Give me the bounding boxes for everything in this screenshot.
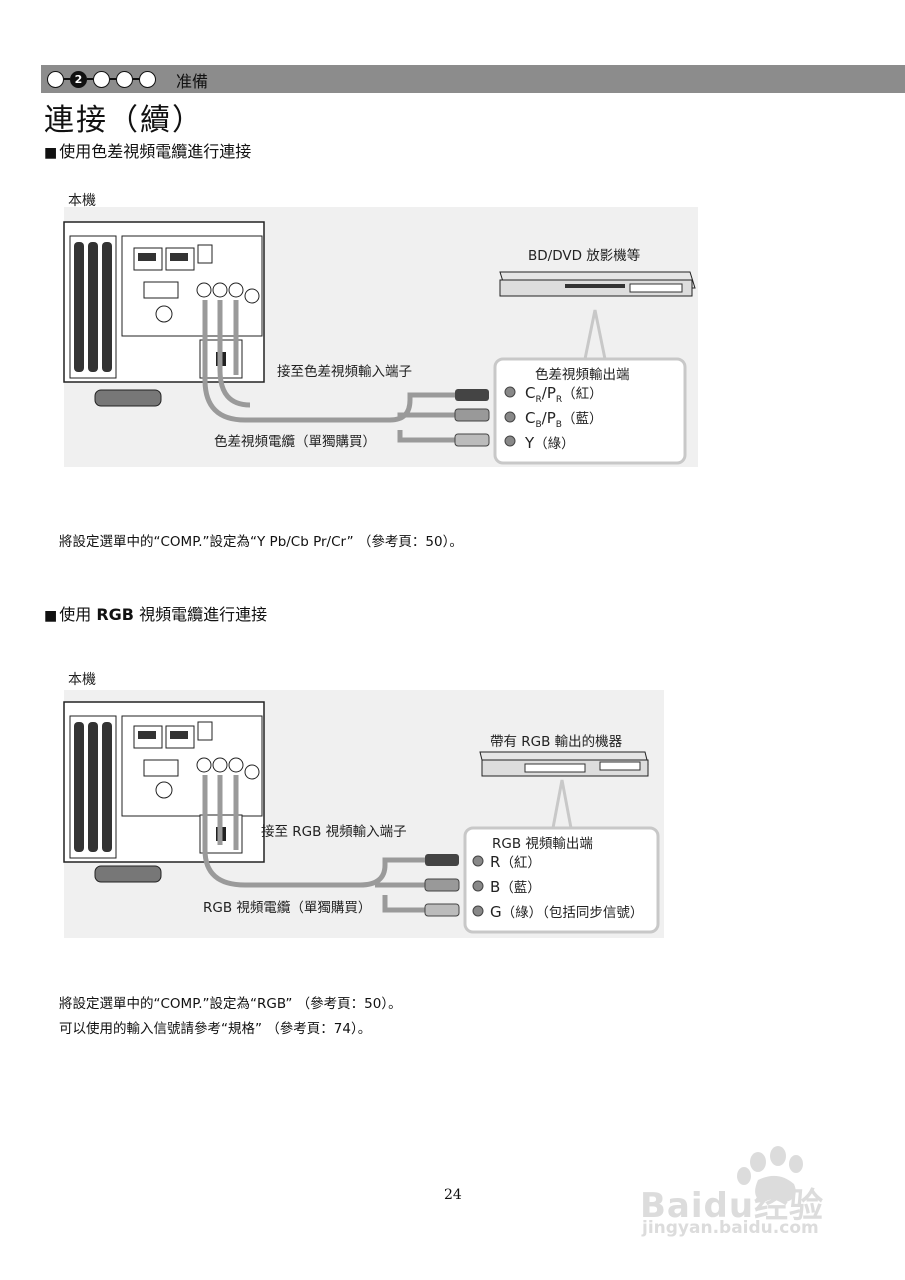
rgb-cable (202, 775, 425, 913)
step-4 (116, 70, 133, 88)
step-indicator: 2 (47, 70, 156, 88)
section1-input-callout: 接至色差視頻輸入端子 (277, 364, 412, 380)
section2-input-callout: 接至 RGB 視頻輸入端子 (261, 824, 407, 840)
section1-cable-label: 色差視頻電纜（單獨購買） (214, 434, 376, 450)
cable-plugs-2 (424, 854, 460, 917)
callout-pointer-2 (551, 779, 573, 829)
step-1 (47, 70, 64, 88)
port-g-label: G（綠）（包括同步信號） (490, 903, 644, 921)
section2-note-2: 可以使用的輸入信號請參考“規格” （參考頁：74）。 (59, 1021, 372, 1037)
step-3 (93, 70, 110, 88)
section2-unit-label: 本機 (68, 672, 96, 688)
step-5 (139, 70, 156, 88)
port-y-icon (504, 435, 516, 447)
section2-heading-suffix: 視頻電纜進行連接 (139, 605, 268, 624)
page-number: 24 (444, 1187, 462, 1203)
section2-device-label: 帶有 RGB 輸出的機器 (490, 734, 623, 750)
section1-heading: ■使用色差視頻電纜進行連接 (44, 138, 251, 162)
step-connector (64, 78, 70, 80)
port-cb-label: CB/PB（藍） (525, 409, 603, 430)
watermark-brand: Baidu经验 (640, 1186, 825, 1226)
section2-heading: ■使用 RGB 視頻電纜進行連接 (44, 601, 267, 625)
callout-pointer-1 (583, 309, 607, 360)
bd-dvd-player-icon (499, 271, 696, 297)
cable-plugs-1 (454, 389, 490, 447)
page-title: 連接（續） (44, 103, 204, 138)
step-2: 2 (70, 70, 87, 88)
port-cr-icon (504, 386, 516, 398)
projector-rear-panel-2 (63, 701, 265, 883)
rgb-device-icon (479, 751, 649, 777)
port-y-label: Y（綠） (525, 434, 575, 452)
chapter-title: 准備 (176, 72, 209, 91)
section2-note-1: 將設定選單中的“COMP.”設定為“RGB” （參考頁：50）。 (59, 996, 402, 1012)
baidu-watermark-logo: Baidu经验 jingyan.baidu.com (640, 1140, 860, 1250)
port-r-label: R（紅） (490, 853, 541, 871)
port-r-icon (472, 855, 484, 867)
section1-device-label: BD/DVD 放影機等 (528, 248, 641, 264)
step-connector (133, 78, 139, 80)
section2-cable-label: RGB 視頻電纜（單獨購買） (203, 900, 372, 916)
port-b-icon (472, 880, 484, 892)
section2-heading-prefix: 使用 (59, 605, 92, 624)
section1-unit-label: 本機 (68, 193, 96, 209)
watermark-url: jingyan.baidu.com (642, 1218, 819, 1238)
step-connector (110, 78, 116, 80)
section1-output-box-title: 色差視頻輸出端 (535, 367, 630, 383)
port-g-icon (472, 905, 484, 917)
baidu-paw-icon (737, 1146, 803, 1202)
chapter-header-bar: 2 准備 (41, 65, 905, 93)
section2-output-box-title: RGB 視頻輸出端 (492, 836, 593, 852)
port-cb-icon (504, 411, 516, 423)
section1-heading-text: 使用色差視頻電纜進行連接 (59, 142, 252, 161)
step-connector (87, 78, 93, 80)
port-cr-label: CR/PR（紅） (525, 384, 603, 405)
section2-heading-bold: RGB (96, 605, 134, 624)
heading-marker: ■ (44, 608, 58, 624)
port-b-label: B（藍） (490, 878, 541, 896)
projector-rear-panel-1 (63, 221, 265, 407)
section1-note: 將設定選單中的“COMP.”設定為“Y Pb/Cb Pr/Cr” （參考頁：50… (59, 534, 463, 550)
heading-marker: ■ (44, 145, 58, 161)
